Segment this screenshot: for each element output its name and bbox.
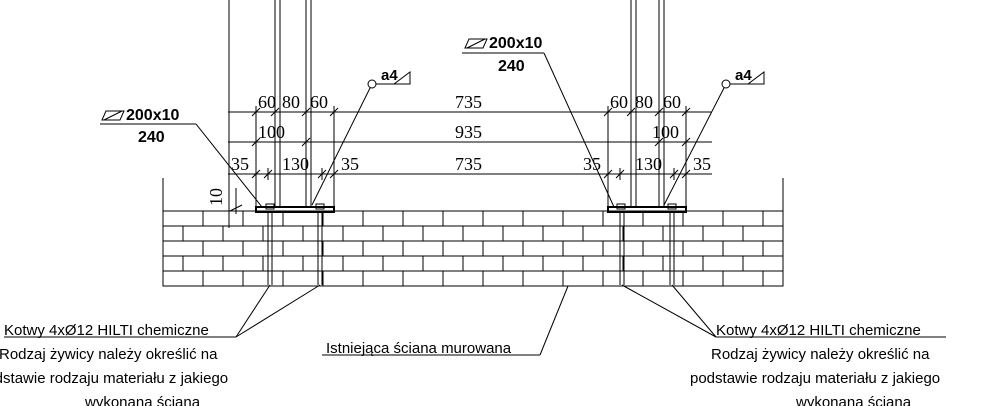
- dim-row1-left-2: 80: [282, 92, 300, 112]
- dimension-lines: [228, 106, 712, 214]
- plate-size-right: 200x10: [489, 35, 542, 52]
- dim-row2-mid: 935: [455, 122, 482, 142]
- dim-row2-right: 100: [652, 122, 679, 142]
- plate-length-right: 240: [498, 58, 525, 75]
- plate-length-left: 240: [138, 129, 165, 146]
- dim-row1-left-1: 60: [258, 92, 276, 112]
- dim-row1-left-3: 60: [310, 92, 328, 112]
- steel-column-left: [228, 0, 335, 285]
- anchor-note-right-line4: wykonana ściana: [795, 394, 912, 406]
- base-plate-left: [255, 206, 335, 213]
- anchor-note-right-line1: Kotwy 4xØ12 HILTI chemiczne: [716, 322, 921, 339]
- anchor-note-left-line3: podstawie rodzaju materiału z jakiego: [0, 370, 228, 387]
- weld-symbols: [367, 71, 765, 89]
- dim-row3-right-2: 130: [635, 154, 662, 174]
- dim-row3-left-1: 35: [231, 154, 249, 174]
- anchor-note-right-line3: podstawie rodzaju materiału z jakiego: [690, 370, 940, 387]
- plate-size-left: 200x10: [126, 107, 179, 124]
- plate-symbols: [101, 38, 488, 121]
- dim-row3-right-1: 35: [583, 154, 601, 174]
- weld-label-left: a4: [381, 67, 398, 84]
- dim-row3-left-2: 130: [282, 154, 309, 174]
- dim-row3-right-3: 35: [693, 154, 711, 174]
- dim-row2-left: 100: [258, 122, 285, 142]
- anchor-note-right-line2: Rodzaj żywicy należy określić na: [711, 346, 930, 363]
- dim-row3-left-3: 35: [341, 154, 359, 174]
- dim-row1-right-1: 60: [610, 92, 628, 112]
- anchor-note-left-line1: Kotwy 4xØ12 HILTI chemiczne: [4, 322, 209, 339]
- dim-plate-thickness: 10: [206, 188, 226, 206]
- dim-row1-right-3: 60: [663, 92, 681, 112]
- masonry-wall: [162, 178, 784, 287]
- weld-label-right: a4: [735, 67, 752, 84]
- steel-column-right: [607, 0, 687, 285]
- leader-lines: [4, 52, 946, 356]
- base-plate-right: [607, 206, 687, 213]
- anchor-note-left-line2: Rodzaj żywicy należy określić na: [0, 346, 218, 363]
- dim-row1-mid: 735: [455, 92, 482, 112]
- wall-label: Istniejąca ściana murowana: [326, 340, 512, 357]
- anchor-note-left-line4: wykonana ściana: [84, 394, 201, 406]
- dim-row1-right-2: 80: [635, 92, 653, 112]
- dim-row3-mid: 735: [455, 154, 482, 174]
